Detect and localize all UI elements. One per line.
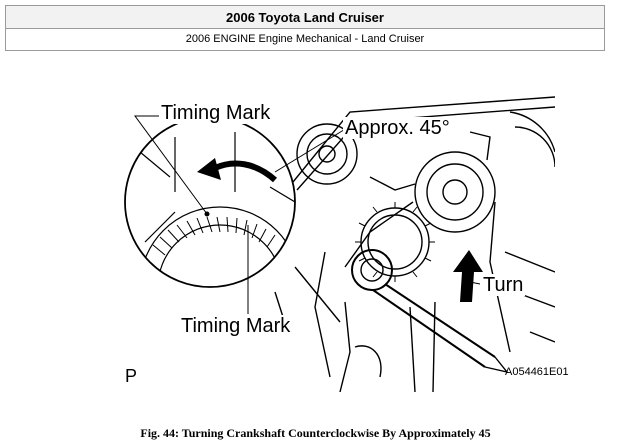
leader-lines — [134, 115, 481, 314]
approx-angle-label: Approx. 45° — [343, 117, 452, 139]
engine-illustration: Timing Mark Approx. 45° Turn Timing Mark — [115, 92, 556, 393]
crankshaft-diagram — [124, 96, 556, 393]
document-title: 2006 Toyota Land Cruiser — [5, 5, 605, 29]
document-subtitle: 2006 ENGINE Engine Mechanical - Land Cru… — [5, 29, 605, 51]
figure-reference-code: A054461E01 — [505, 366, 569, 378]
turn-label: Turn — [481, 274, 526, 296]
timing-mark-label-top: Timing Mark — [159, 102, 273, 124]
view-letter: P — [125, 366, 138, 386]
rotation-arrow — [213, 160, 278, 183]
turn-arrow — [453, 250, 483, 302]
timing-mark-label-bottom: Timing Mark — [179, 315, 293, 337]
figure-caption: Fig. 44: Turning Crankshaft Counterclock… — [140, 426, 491, 440]
engine-background-drawing — [274, 96, 556, 393]
